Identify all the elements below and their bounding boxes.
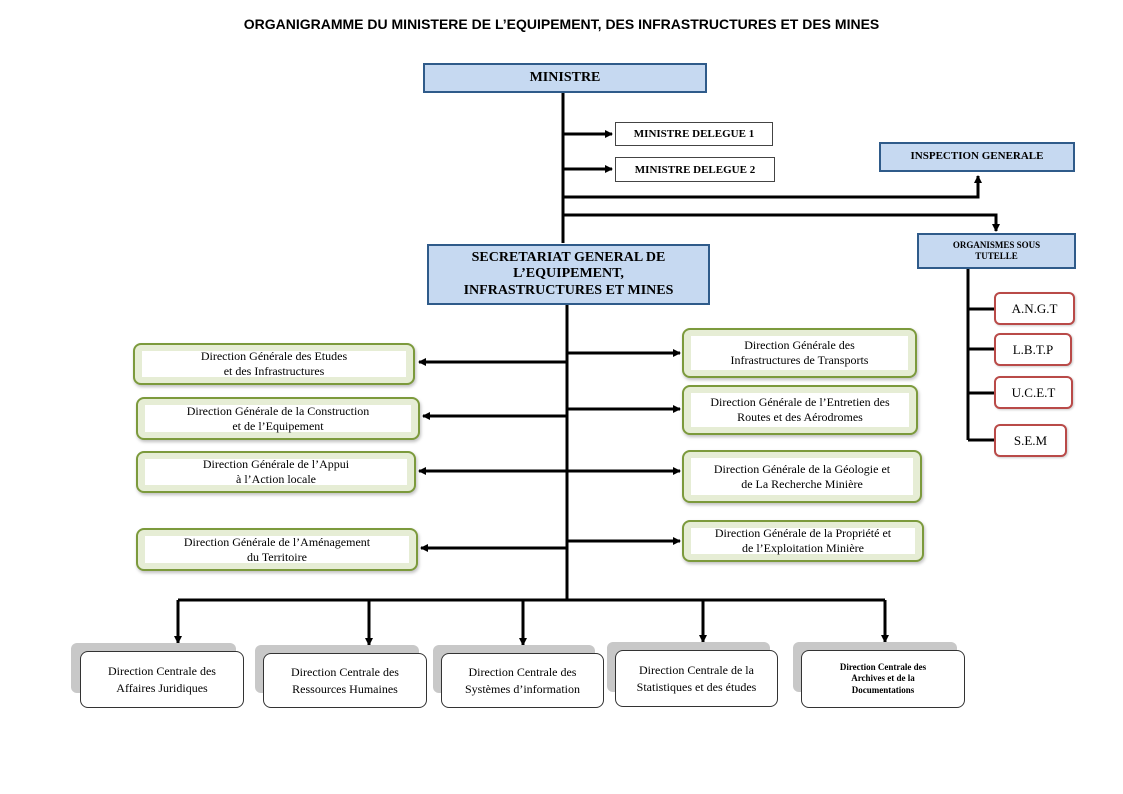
inspection-generale-label: INSPECTION GENERALE: [910, 150, 1044, 163]
dc-ressources-line-2: Ressources Humaines: [292, 681, 398, 696]
dc-systemes-information-box: Direction Centrale des Systèmes d’inform…: [441, 653, 604, 708]
dg-entretien-line-2: Routes et des Aérodromes: [737, 410, 863, 424]
dg-geologie-line-1: Direction Générale de la Géologie et: [713, 461, 891, 476]
dc-ressources-humaines-box: Direction Centrale des Ressources Humain…: [263, 653, 427, 708]
secretariat-line-3: INFRASTRUCTURES ET MINES: [463, 282, 674, 298]
dg-infrastructures-transports-box: Direction Générale des Infrastructures d…: [682, 328, 917, 378]
dg-propriete-line-2: de l’Exploitation Minière: [742, 541, 864, 555]
dg-amenagement-line-1: Direction Générale de l’Aménagement: [183, 534, 371, 549]
organisme-ucet-label: U.C.E.T: [1011, 384, 1056, 400]
dg-amenagement-territoire-box: Direction Générale de l’Aménagement du T…: [136, 528, 418, 571]
ministre-label: MINISTRE: [529, 69, 601, 85]
dg-entretien-routes-box: Direction Générale de l’Entretien des Ro…: [682, 385, 918, 435]
ministre-delegue-1-label: MINISTRE DELEGUE 1: [633, 128, 755, 140]
dc-archives-line-2: Archives et de la: [851, 673, 915, 684]
dc-systemes-line-2: Systèmes d’information: [465, 681, 580, 696]
dg-appui-line-2: à l’Action locale: [236, 472, 316, 486]
dc-affaires-juridiques-box: Direction Centrale des Affaires Juridiqu…: [80, 651, 244, 708]
dc-statistiques-line-2: Statistiques et des études: [636, 679, 757, 694]
dc-archives-documentations-box: Direction Centrale des Archives et de la…: [801, 650, 965, 708]
dg-appui-line-1: Direction Générale de l’Appui: [202, 457, 350, 471]
dg-construction-line-1: Direction Générale de la Construction: [186, 403, 370, 418]
dc-statistiques-line-1: Direction Centrale de la: [639, 662, 754, 677]
organisme-angt-label: A.N.G.T: [1011, 300, 1058, 316]
organisme-lbtp: L.B.T.P: [994, 333, 1072, 366]
dc-systemes-line-1: Direction Centrale des: [468, 664, 577, 679]
organisme-angt: A.N.G.T: [994, 292, 1075, 325]
inspection-generale-box: INSPECTION GENERALE: [879, 142, 1075, 172]
organismes-title-line-2: TUTELLE: [975, 251, 1018, 261]
dc-affaires-line-2: Affaires Juridiques: [116, 680, 208, 695]
ministre-delegue-2-box: MINISTRE DELEGUE 2: [615, 157, 775, 182]
dg-etudes-infrastructures-box: Direction Générale des Etudes et des Inf…: [133, 343, 415, 385]
ministre-delegue-2-label: MINISTRE DELEGUE 2: [634, 163, 756, 176]
dc-statistiques-etudes-box: Direction Centrale de la Statistiques et…: [615, 650, 778, 707]
dg-amenagement-line-2: du Territoire: [247, 549, 307, 564]
dg-etudes-line-2: et des Infrastructures: [223, 364, 325, 378]
dg-transports-line-1: Direction Générale des: [744, 338, 855, 352]
dc-archives-line-3: Documentations: [851, 684, 915, 695]
ministre-box: MINISTRE: [423, 63, 707, 93]
secretariat-line-2: L’EQUIPEMENT,: [513, 266, 624, 282]
dg-geologie-line-2: de La Recherche Minière: [741, 476, 863, 491]
secretariat-line-1: SECRETARIAT GENERAL DE: [471, 249, 666, 265]
dc-ressources-line-1: Direction Centrale des: [291, 664, 399, 679]
dg-appui-action-locale-box: Direction Générale de l’Appui à l’Action…: [136, 451, 416, 493]
organismes-sous-tutelle-box: ORGANISMES SOUS TUTELLE: [917, 233, 1076, 269]
ministre-delegue-1-box: MINISTRE DELEGUE 1: [615, 122, 773, 146]
dg-geologie-recherche-box: Direction Générale de la Géologie et de …: [682, 450, 922, 503]
organisme-lbtp-label: L.B.T.P: [1012, 341, 1054, 357]
dc-affaires-line-1: Direction Centrale des: [108, 663, 216, 678]
dg-entretien-line-1: Direction Générale de l’Entretien des: [710, 395, 890, 409]
secretariat-general-box: SECRETARIAT GENERAL DE L’EQUIPEMENT, INF…: [427, 244, 710, 305]
organismes-title-line-1: ORGANISMES SOUS: [952, 240, 1041, 251]
dg-etudes-line-1: Direction Générale des Etudes: [200, 349, 348, 363]
organisme-ucet: U.C.E.T: [994, 376, 1073, 409]
dg-propriete-line-1: Direction Générale de la Propriété et: [714, 526, 892, 540]
organisme-sem: S.E.M: [994, 424, 1067, 457]
dg-transports-line-2: Infrastructures de Transports: [730, 353, 869, 367]
organisme-sem-label: S.E.M: [1013, 432, 1048, 448]
dc-archives-line-1: Direction Centrale des: [839, 662, 927, 673]
dg-construction-equipement-box: Direction Générale de la Construction et…: [136, 397, 420, 440]
chart-title: ORGANIGRAMME DU MINISTERE DE L’EQUIPEMEN…: [243, 16, 880, 32]
dg-propriete-exploitation-box: Direction Générale de la Propriété et de…: [682, 520, 924, 562]
dg-construction-line-2: et de l’Equipement: [232, 418, 324, 433]
